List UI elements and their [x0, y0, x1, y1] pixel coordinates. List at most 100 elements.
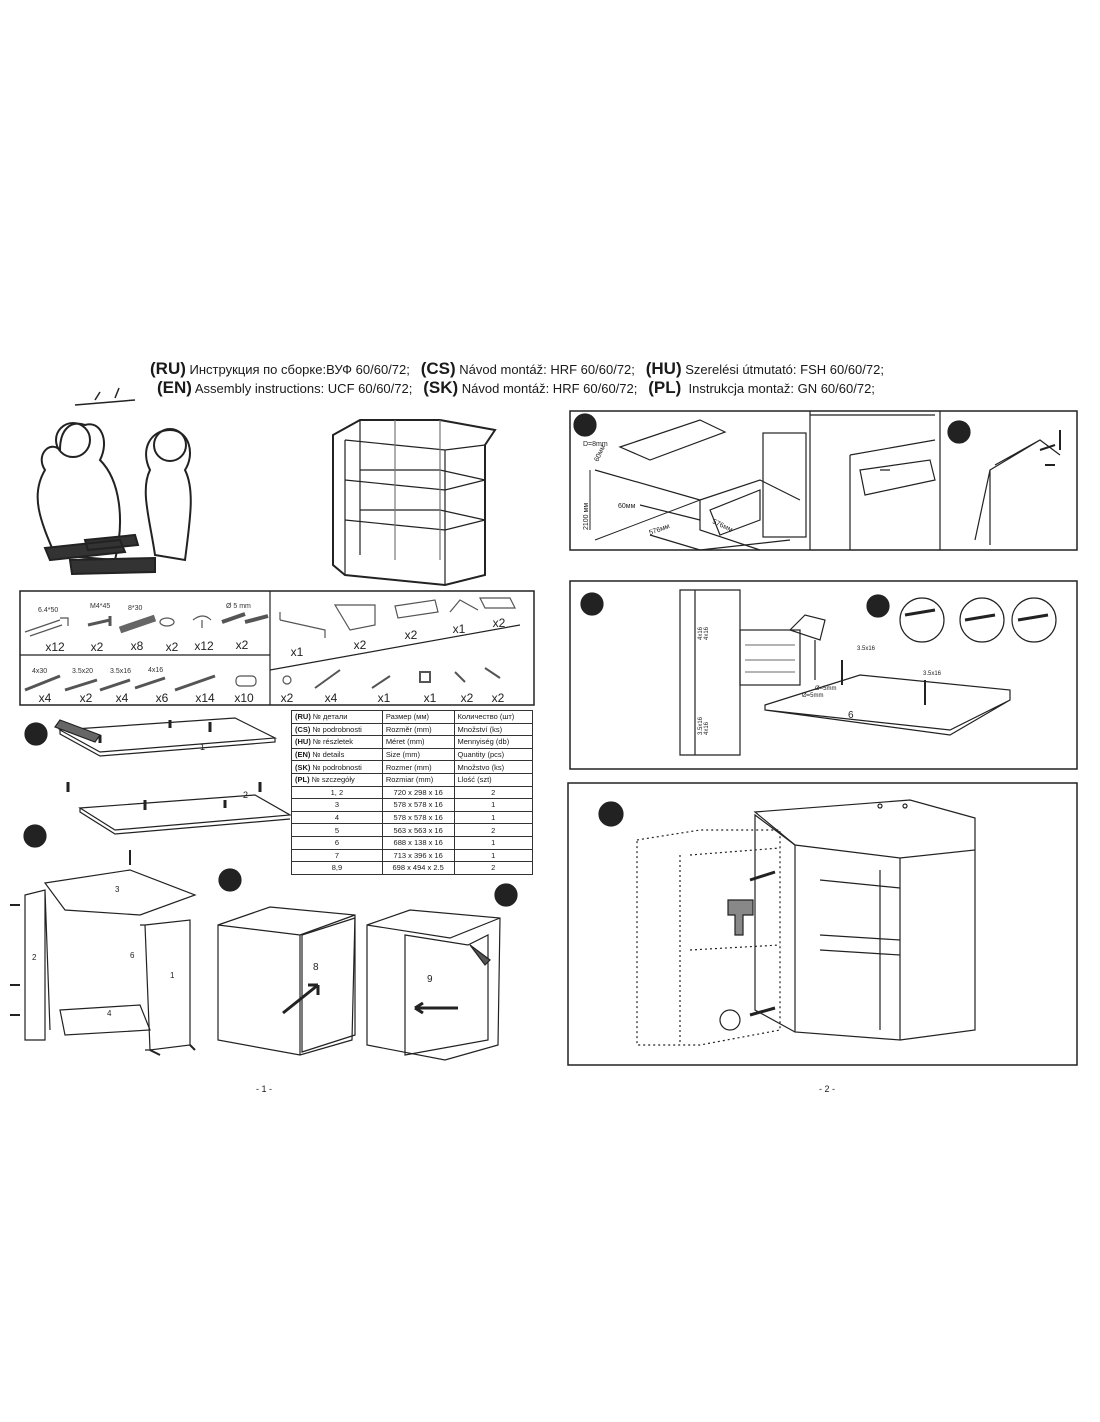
dimension-label: 3.5x16	[698, 716, 704, 735]
lang-code: (SK)	[423, 378, 459, 397]
dimension-label: 3.5x16	[923, 671, 942, 677]
size-cell: 563 x 563 x 16	[381, 823, 455, 837]
lang-cell: (CS) № podrobnosti	[291, 722, 383, 737]
quantity-cell: 1	[453, 835, 533, 850]
lang-code: (HU)	[645, 359, 682, 378]
hardware-box	[19, 590, 535, 706]
size-label: M4*45	[90, 603, 110, 610]
quantity-cell: 1	[453, 798, 533, 812]
part-number-cell: 6	[291, 835, 383, 850]
two-people-illustration	[36, 387, 192, 576]
step-4-number: 4	[501, 886, 510, 905]
part-number-cell: 7	[291, 848, 383, 863]
part-label: 8	[313, 962, 319, 973]
size-cell: 578 x 578 x 16	[381, 798, 455, 812]
part-label: 1	[170, 971, 175, 980]
qty: x2	[461, 691, 474, 705]
step-2-illustration: 3 2 6 1 4	[10, 850, 197, 1056]
qty: x2	[281, 691, 294, 705]
size-label: 4x30	[32, 668, 47, 675]
quantity-cell: 1	[453, 810, 533, 825]
lang-cell: (EN) № details	[291, 747, 383, 762]
lang-code: (SK)	[295, 762, 311, 772]
part-label: 2	[32, 953, 37, 962]
part-label: 3	[115, 885, 120, 894]
size-cell: 720 x 298 x 16	[381, 785, 455, 800]
dimension-label: 3.5x16	[857, 646, 876, 652]
size-cell: 698 x 494 x 2.5	[381, 861, 455, 875]
size-label: Ø 5 mm	[226, 603, 251, 610]
lang-cell: (HU) № részletek	[291, 735, 383, 749]
title-hu: Szerelési útmutató: FSH 60/60/72;	[685, 362, 884, 377]
qty: x2	[405, 628, 418, 642]
size-cell: 578 x 578 x 16	[381, 810, 455, 825]
part-number-cell: 1, 2	[291, 785, 383, 800]
detail-header: № podrobnosti	[312, 762, 362, 772]
lang-code: (RU)	[150, 359, 186, 378]
step-3-number: 3	[225, 871, 234, 890]
part-label: 6	[848, 710, 854, 721]
lang-code: (HU)	[295, 737, 311, 747]
detail-header: № részletek	[312, 737, 354, 747]
lang-code: (PL)	[648, 378, 682, 397]
part-number-cell: 4	[291, 810, 383, 825]
hardware-quantities: x12 x2 x8 x2 x12 x2 x4 x2 x4 x6 x14 x10 …	[39, 616, 506, 705]
part-number-cell: 3	[291, 798, 383, 812]
hardware-labels: 6.4*50 M4*45 8*30 Ø 5 mm 4x30 3.5x20 3.5…	[32, 603, 251, 675]
dimension-label: Ø=5mm	[802, 693, 824, 699]
header-row-1: (RU) Инструкция по сборке:ВУФ 60/60/72; …	[150, 359, 884, 379]
qty: x2	[236, 638, 249, 652]
quantity-cell: 2	[453, 785, 533, 800]
qty: x1	[424, 691, 437, 705]
lang-code: (CS)	[295, 724, 311, 734]
lang-code: (CS)	[420, 359, 456, 378]
lang-code: (EN)	[295, 750, 311, 760]
size-header: Méret (mm)	[381, 735, 455, 749]
dimension-label: 60мм	[618, 503, 636, 510]
step-6-number: 6	[954, 423, 963, 442]
size-cell: 713 x 396 x 16	[381, 848, 455, 863]
qty: x14	[195, 691, 215, 705]
quantity-cell: 2	[453, 823, 533, 837]
size-header: Размер (мм)	[381, 710, 455, 724]
step-7-8-box: 6 3.5x16 3.5x16 Ø=5mm Ø=5mm 4x16 4x16 3.…	[569, 580, 1078, 770]
dimension-label: 4x16	[704, 626, 710, 640]
qty: x4	[39, 691, 52, 705]
header-row-2: (EN) Assembly instructions: UCF 60/60/72…	[157, 378, 875, 398]
size-header: Rozmer (mm)	[381, 760, 455, 774]
size-label: 8*30	[128, 605, 143, 612]
qty: x6	[156, 691, 169, 705]
hardware-icons	[24, 597, 516, 692]
dimension-label: 4x16	[704, 721, 710, 735]
dimension-label: 576мм	[711, 518, 733, 533]
size-header: Size (mm)	[381, 747, 455, 762]
title-cs: Návod montáž: HRF 60/60/72;	[459, 362, 635, 377]
step-5-number: 5	[580, 416, 589, 435]
page-number-right: - 2 -	[819, 1084, 836, 1094]
quantity-header: Quantity (pcs)	[453, 747, 533, 762]
size-header: Rozměr (mm)	[381, 722, 455, 737]
quantity-header: Количество (шт)	[453, 710, 533, 724]
step-8-number: 8	[873, 597, 882, 616]
step-2-number: 2	[30, 827, 39, 846]
qty: x4	[325, 691, 338, 705]
qty: x8	[131, 639, 144, 653]
dimension-label: 2100 мм	[583, 503, 590, 530]
qty: x12	[194, 639, 214, 653]
size-label: 6.4*50	[38, 607, 58, 614]
qty: x2	[492, 691, 505, 705]
step-1-illustration: 1 2	[54, 717, 292, 835]
corner-cabinet-illustration	[332, 419, 497, 587]
title-pl: Instrukcja montaž: GN 60/60/72;	[688, 381, 875, 396]
qty: x2	[166, 640, 179, 654]
lang-cell: (PL) № szczegóły	[291, 772, 383, 787]
